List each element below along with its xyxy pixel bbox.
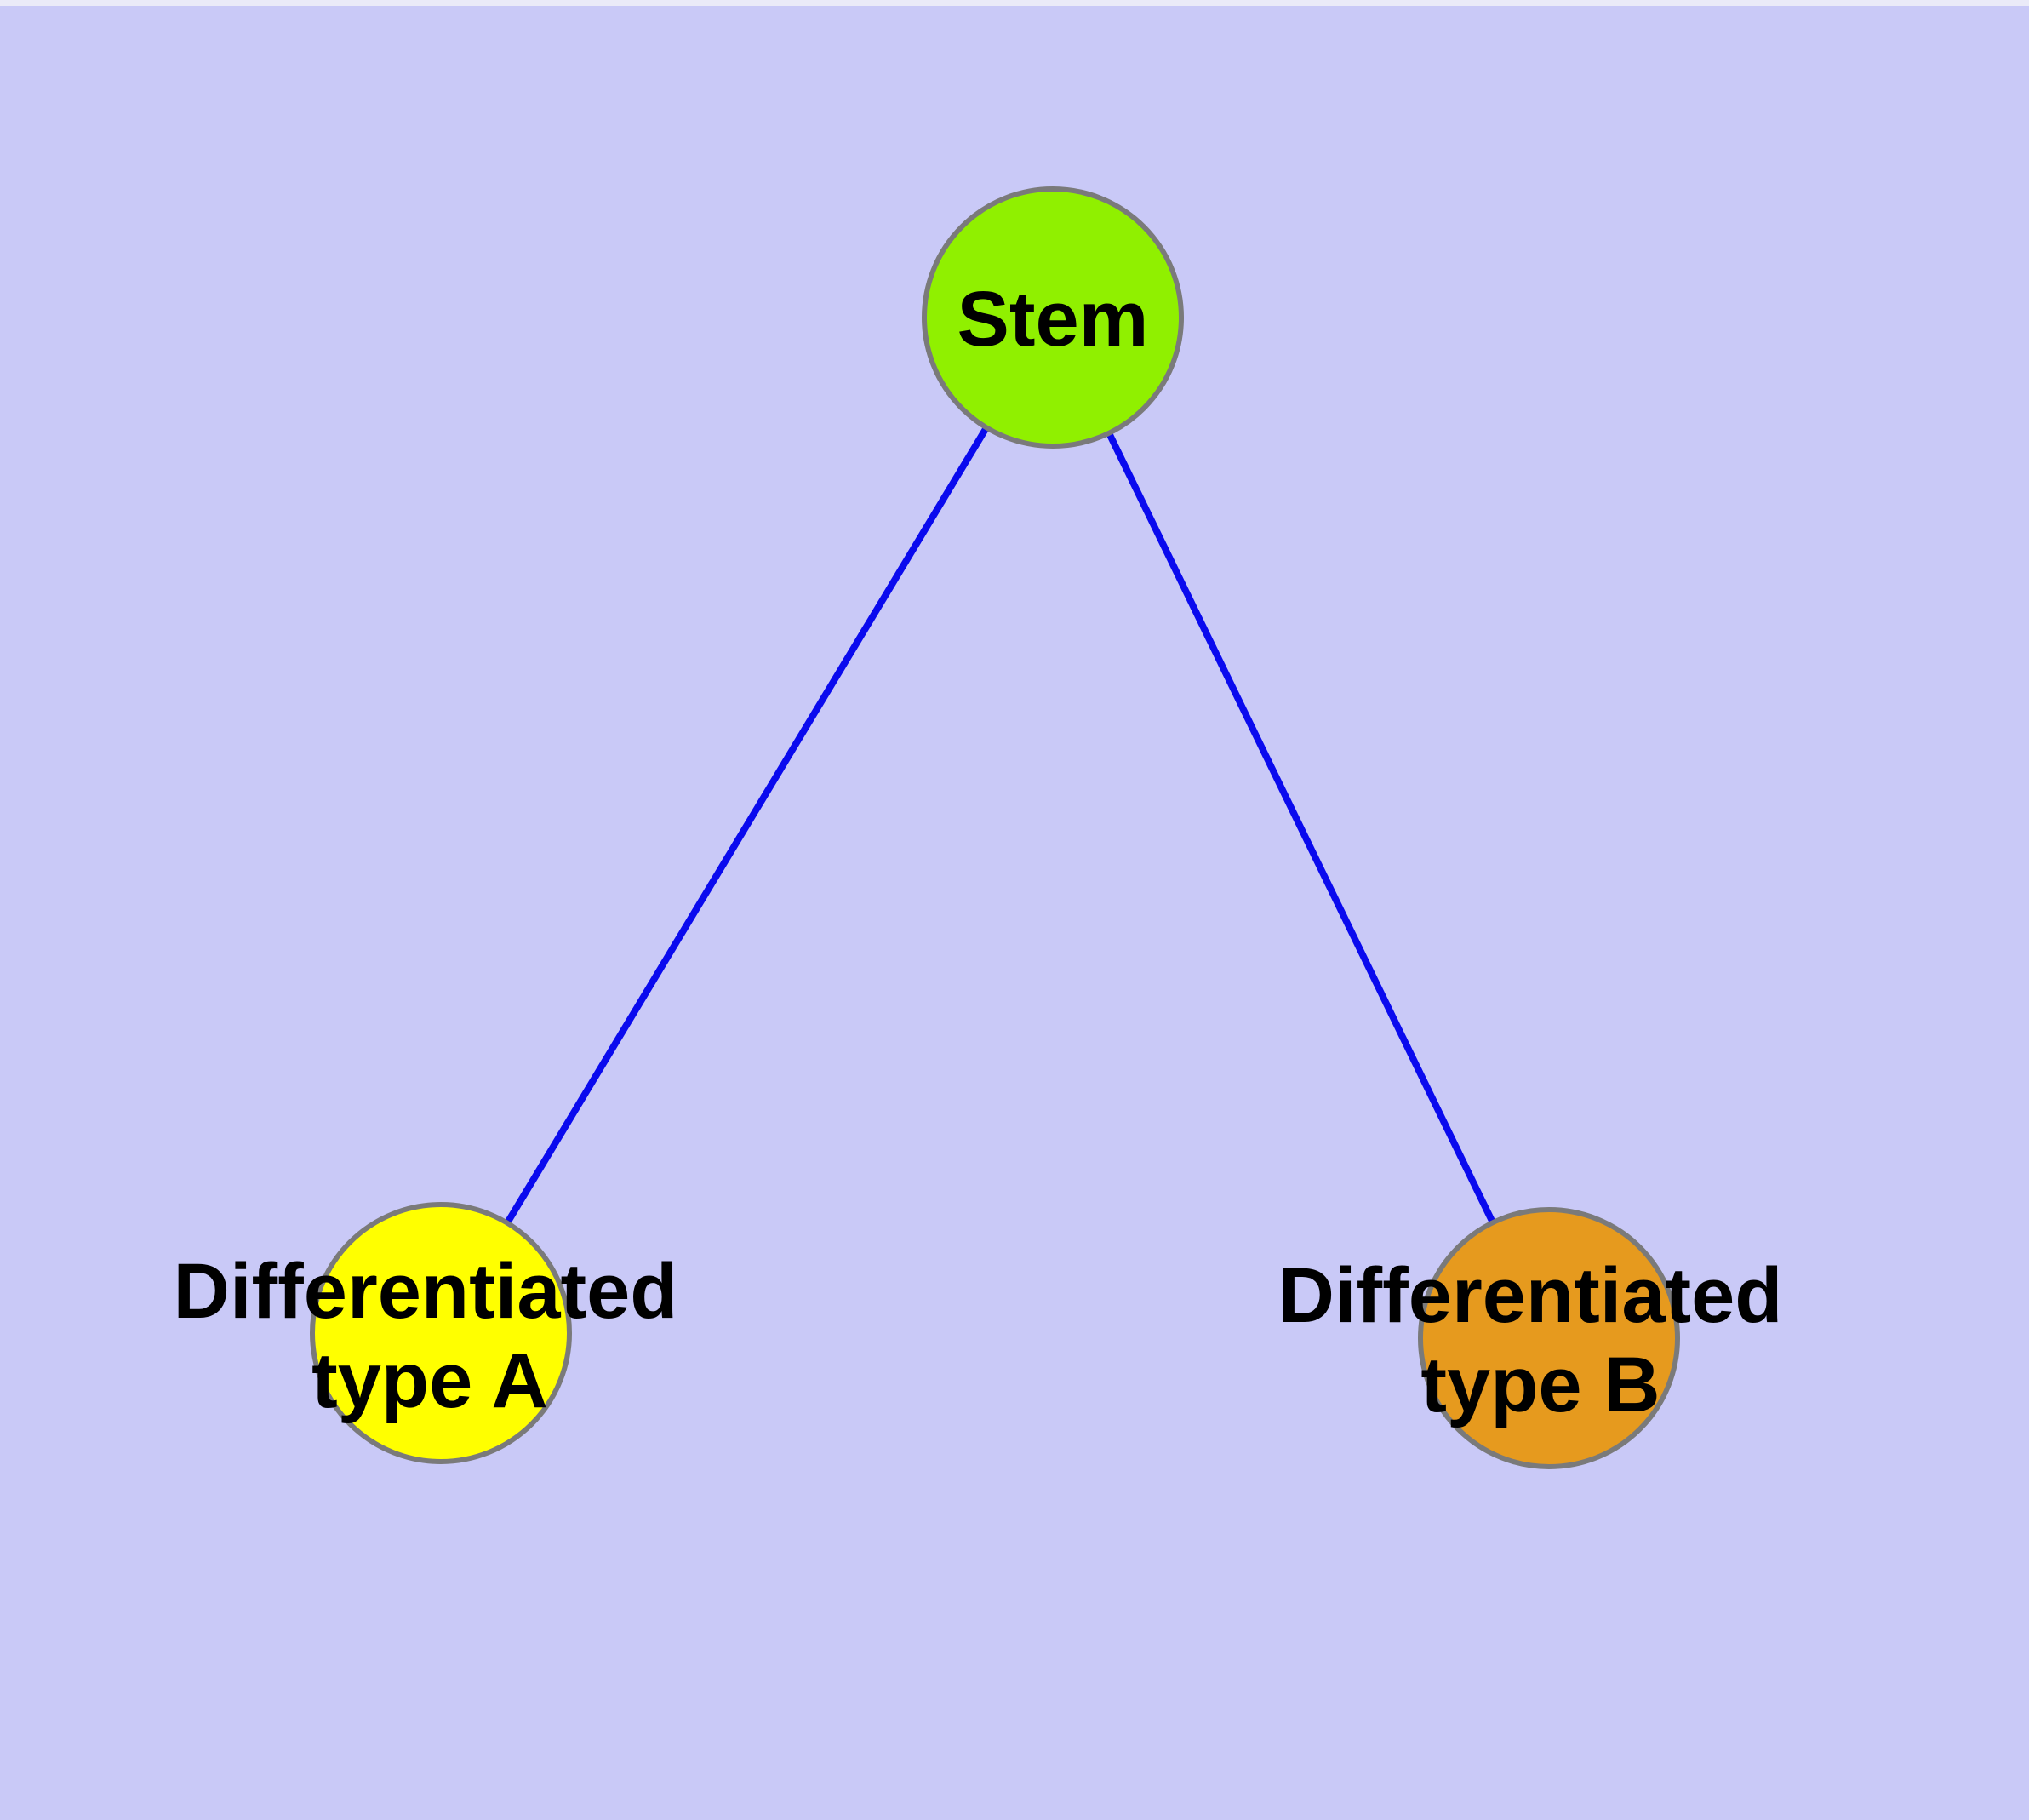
type-a-node-circle	[310, 1202, 572, 1464]
stem-node-label: Stem	[957, 276, 1149, 363]
type-a-node-label-line1: Differentiated	[174, 1248, 678, 1335]
type-a-node-label-line2: type A	[311, 1337, 548, 1424]
type-b-node-label-line1: Differentiated	[1278, 1252, 1783, 1339]
node-stem: Stem	[922, 186, 1184, 449]
stem-node-circle	[922, 186, 1184, 449]
type-b-node-circle	[1418, 1207, 1680, 1469]
node-differentiated-type-b: Differentiated type B	[1278, 1207, 1783, 1469]
node-differentiated-type-a: Differentiated type A	[174, 1202, 678, 1464]
type-b-node-label-line2: type B	[1420, 1342, 1660, 1428]
edge-stem-to-type-b	[1049, 316, 1552, 1340]
top-edge-strip	[0, 0, 2029, 6]
edge-stem-to-type-a	[437, 315, 1056, 1336]
